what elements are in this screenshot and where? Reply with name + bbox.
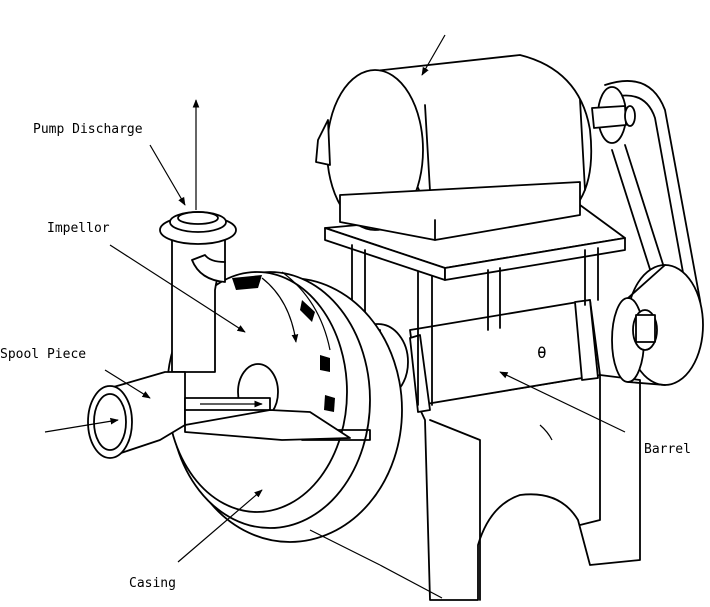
label-pump-discharge: Pump Discharge [33,122,143,137]
arrows [44,34,626,599]
rotation-arrow [261,277,299,343]
barrel [409,299,601,413]
spool-piece [87,371,351,459]
pump-discharge-leader [149,144,186,206]
label-impellor: Impellor [47,221,110,236]
barrel-leader [499,371,626,433]
motor-leader [421,34,446,76]
label-theta: θ [537,343,547,362]
spool-piece-leader [104,369,151,399]
motor [315,54,593,241]
base-frame [417,374,641,601]
inlet-flow-arrow [44,417,119,433]
belt-drive [591,80,704,386]
label-casing: Casing [129,576,176,591]
casing-leader [177,489,263,563]
label-spool-piece: Spool Piece [0,347,86,362]
label-barrel: Barrel [644,442,691,457]
impellor-leader [109,244,246,333]
